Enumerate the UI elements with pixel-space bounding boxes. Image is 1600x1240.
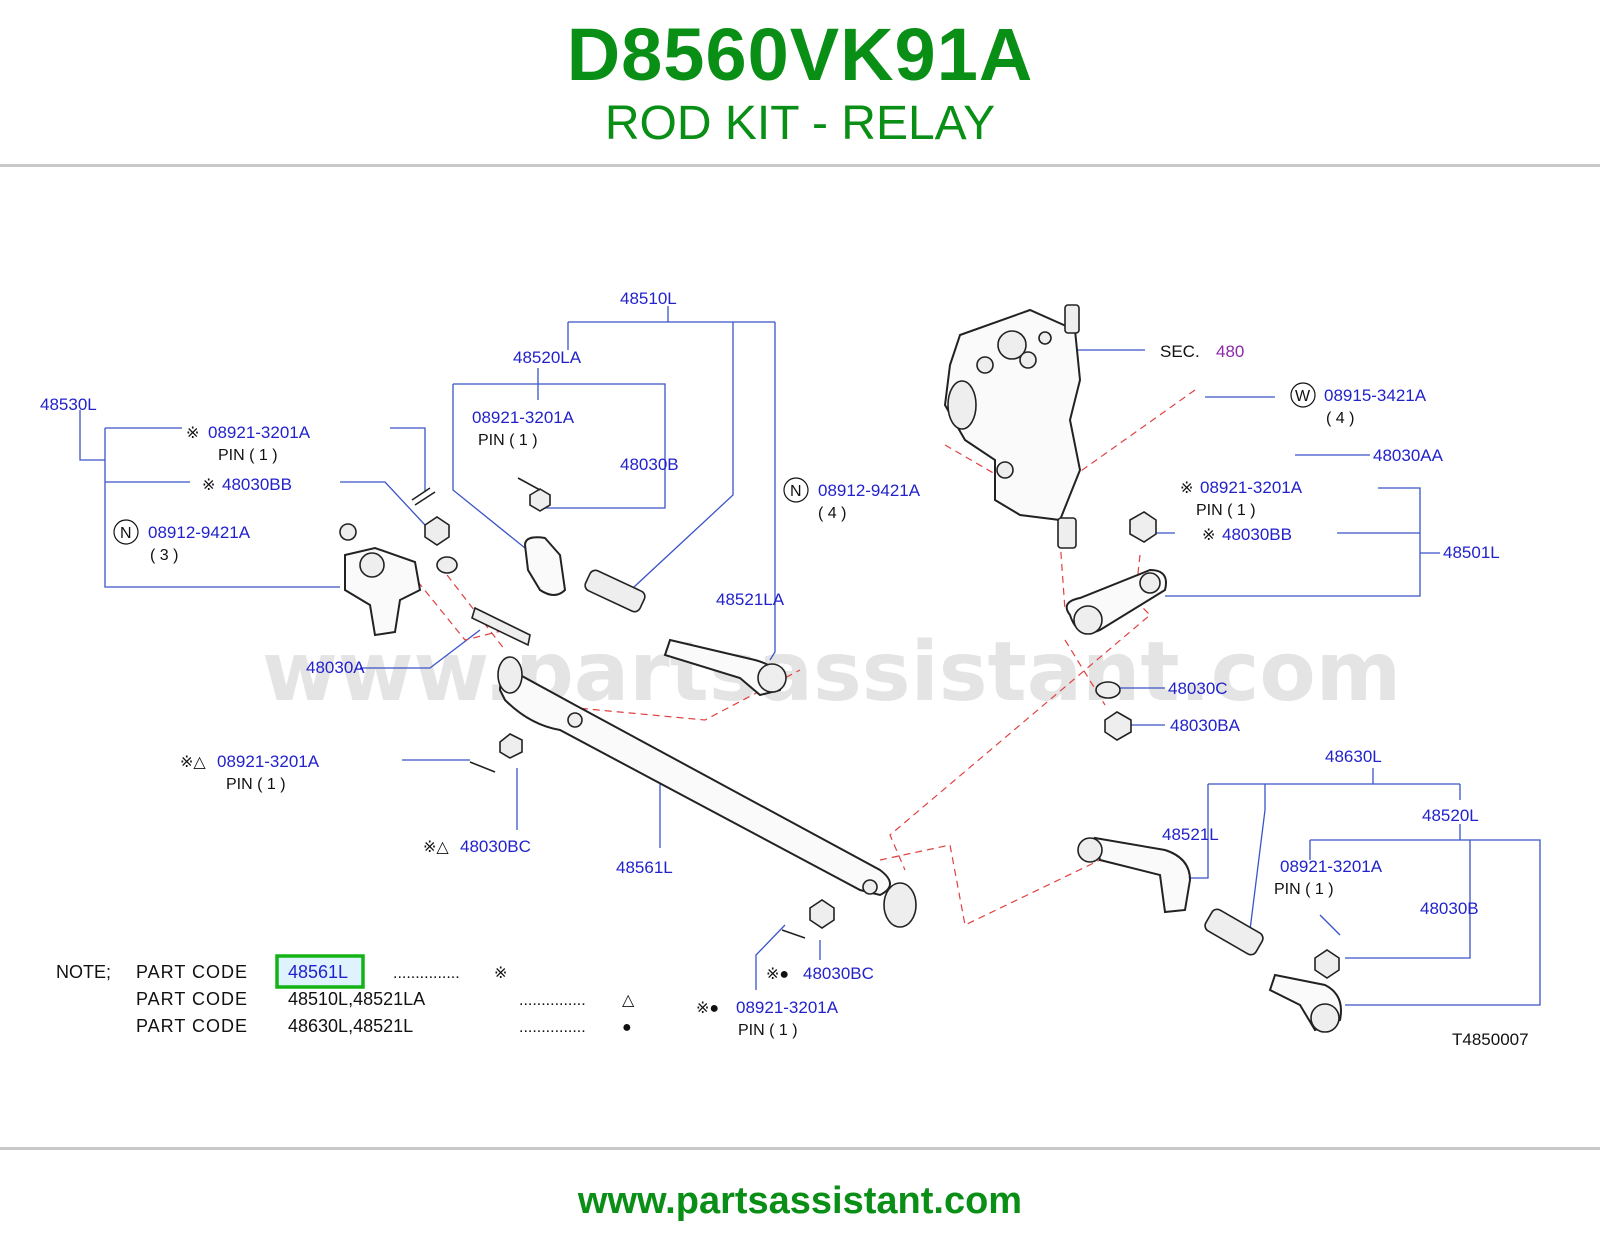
label-48030BC-left[interactable]: 48030BC: [460, 837, 531, 856]
n-circle-right: [783, 477, 809, 503]
footer-divider: [0, 1147, 1600, 1150]
label-48561L[interactable]: 48561L: [616, 858, 673, 877]
part-description: ROD KIT - RELAY: [604, 97, 996, 150]
note-row-2-dots: ...............: [519, 992, 586, 1009]
label-48521L[interactable]: 48521L: [1162, 825, 1219, 844]
label-pin-a-sub: PIN ( 1 ): [218, 447, 278, 464]
leader-lines: [79, 306, 1541, 1006]
steering-gear-box: [943, 304, 1082, 549]
w-circle: [1290, 382, 1316, 408]
label-48030B-top[interactable]: 48030B: [620, 455, 679, 474]
note-row-2-mark: △: [622, 992, 635, 1009]
label-pin-a[interactable]: 08921-3201A: [208, 423, 311, 442]
mark-ref-7: ※●: [766, 966, 789, 983]
footer-url[interactable]: www.partsassistant.com: [577, 1180, 1023, 1222]
label-pin-f-sub: PIN ( 1 ): [738, 1022, 798, 1039]
mark-ref-4: ※: [1202, 527, 1215, 544]
note-row-2-label: PART CODE: [136, 989, 248, 1009]
label-pin-b-sub: PIN ( 1 ): [478, 432, 538, 449]
label-pin-b[interactable]: 08921-3201A: [472, 408, 575, 427]
note-row-1-codes[interactable]: 48561L: [288, 962, 348, 982]
label-pin-d-sub: PIN ( 1 ): [226, 776, 286, 793]
label-48030C[interactable]: 48030C: [1168, 679, 1228, 698]
note-row-3-label: PART CODE: [136, 1016, 248, 1036]
label-48510L[interactable]: 48510L: [620, 289, 677, 308]
label-48030B-right[interactable]: 48030B: [1420, 899, 1479, 918]
label-48530L[interactable]: 48530L: [40, 395, 97, 414]
label-pin-c-sub: PIN ( 1 ): [1196, 502, 1256, 519]
label-pin-e-sub: PIN ( 1 ): [1274, 881, 1334, 898]
label-48501L[interactable]: 48501L: [1443, 543, 1500, 562]
note-row-1-label: PART CODE: [136, 962, 248, 982]
w-mark: W: [1295, 388, 1311, 405]
mark-ref-2: ※: [202, 477, 215, 494]
label-48630L[interactable]: 48630L: [1325, 747, 1382, 766]
mark-ref-5: ※△: [180, 754, 206, 771]
mark-ref-8: ※●: [696, 1000, 719, 1017]
label-08915[interactable]: 08915-3421A: [1324, 386, 1427, 405]
n-mark-right: N: [790, 483, 802, 500]
highlight-box: [275, 954, 365, 989]
mark-ref-3: ※: [1180, 480, 1193, 497]
label-48030AA[interactable]: 48030AA: [1373, 446, 1444, 465]
note-row-1-dots: ...............: [393, 965, 460, 982]
left-tie-rod: [517, 477, 787, 697]
mark-ref-6: ※△: [423, 839, 449, 856]
label-08912-left[interactable]: 08912-9421A: [148, 523, 251, 542]
label-48030BB-left[interactable]: 48030BB: [222, 475, 292, 494]
label-48521LA[interactable]: 48521LA: [716, 590, 785, 609]
note-row-3-dots: ...............: [519, 1019, 586, 1036]
note-row-3-mark: ●: [622, 1019, 632, 1036]
label-sec-480[interactable]: 480: [1216, 342, 1244, 361]
label-08915-sub: ( 4 ): [1326, 410, 1354, 427]
label-48030A[interactable]: 48030A: [306, 658, 365, 677]
note-prefix: NOTE;: [56, 962, 111, 982]
part-labels: 48510L 48520LA 48530L ※ 08921-3201A PIN …: [40, 289, 1529, 1049]
note-row-2-codes: 48510L,48521LA: [288, 989, 425, 1009]
page-header: D8560VK91A ROD KIT - RELAY: [0, 0, 1600, 168]
idler-arm: [339, 487, 531, 647]
label-pin-e[interactable]: 08921-3201A: [1280, 857, 1383, 876]
n-circle-left: [113, 519, 139, 545]
label-08912-left-sub: ( 3 ): [150, 547, 178, 564]
label-48030BB-right[interactable]: 48030BB: [1222, 525, 1292, 544]
right-tie-rod: [1077, 836, 1342, 1033]
label-48030BA[interactable]: 48030BA: [1170, 716, 1241, 735]
watermark: www.partsassistant.com: [262, 625, 1401, 720]
note-block: NOTE; PART CODE 48561L ............... ※…: [56, 954, 635, 1036]
label-48520L[interactable]: 48520L: [1422, 806, 1479, 825]
label-pin-d[interactable]: 08921-3201A: [217, 752, 320, 771]
part-code-title: D8560VK91A: [566, 13, 1034, 96]
header-divider: [0, 164, 1600, 167]
mark-ref-1: ※: [186, 425, 199, 442]
label-48030BC-bottom[interactable]: 48030BC: [803, 964, 874, 983]
label-sec: SEC.: [1160, 342, 1200, 361]
n-mark-left: N: [120, 525, 132, 542]
label-48520LA[interactable]: 48520LA: [513, 348, 582, 367]
label-08912-right-sub: ( 4 ): [818, 505, 846, 522]
relay-rod: [469, 656, 917, 939]
note-row-3-codes: 48630L,48521L: [288, 1016, 413, 1036]
pitman-arm: [1065, 511, 1167, 741]
label-08912-right[interactable]: 08912-9421A: [818, 481, 921, 500]
label-pin-c[interactable]: 08921-3201A: [1200, 478, 1303, 497]
label-pin-f[interactable]: 08921-3201A: [736, 998, 839, 1017]
diagram-id: T4850007: [1452, 1030, 1529, 1049]
note-row-1-mark: ※: [494, 965, 507, 982]
